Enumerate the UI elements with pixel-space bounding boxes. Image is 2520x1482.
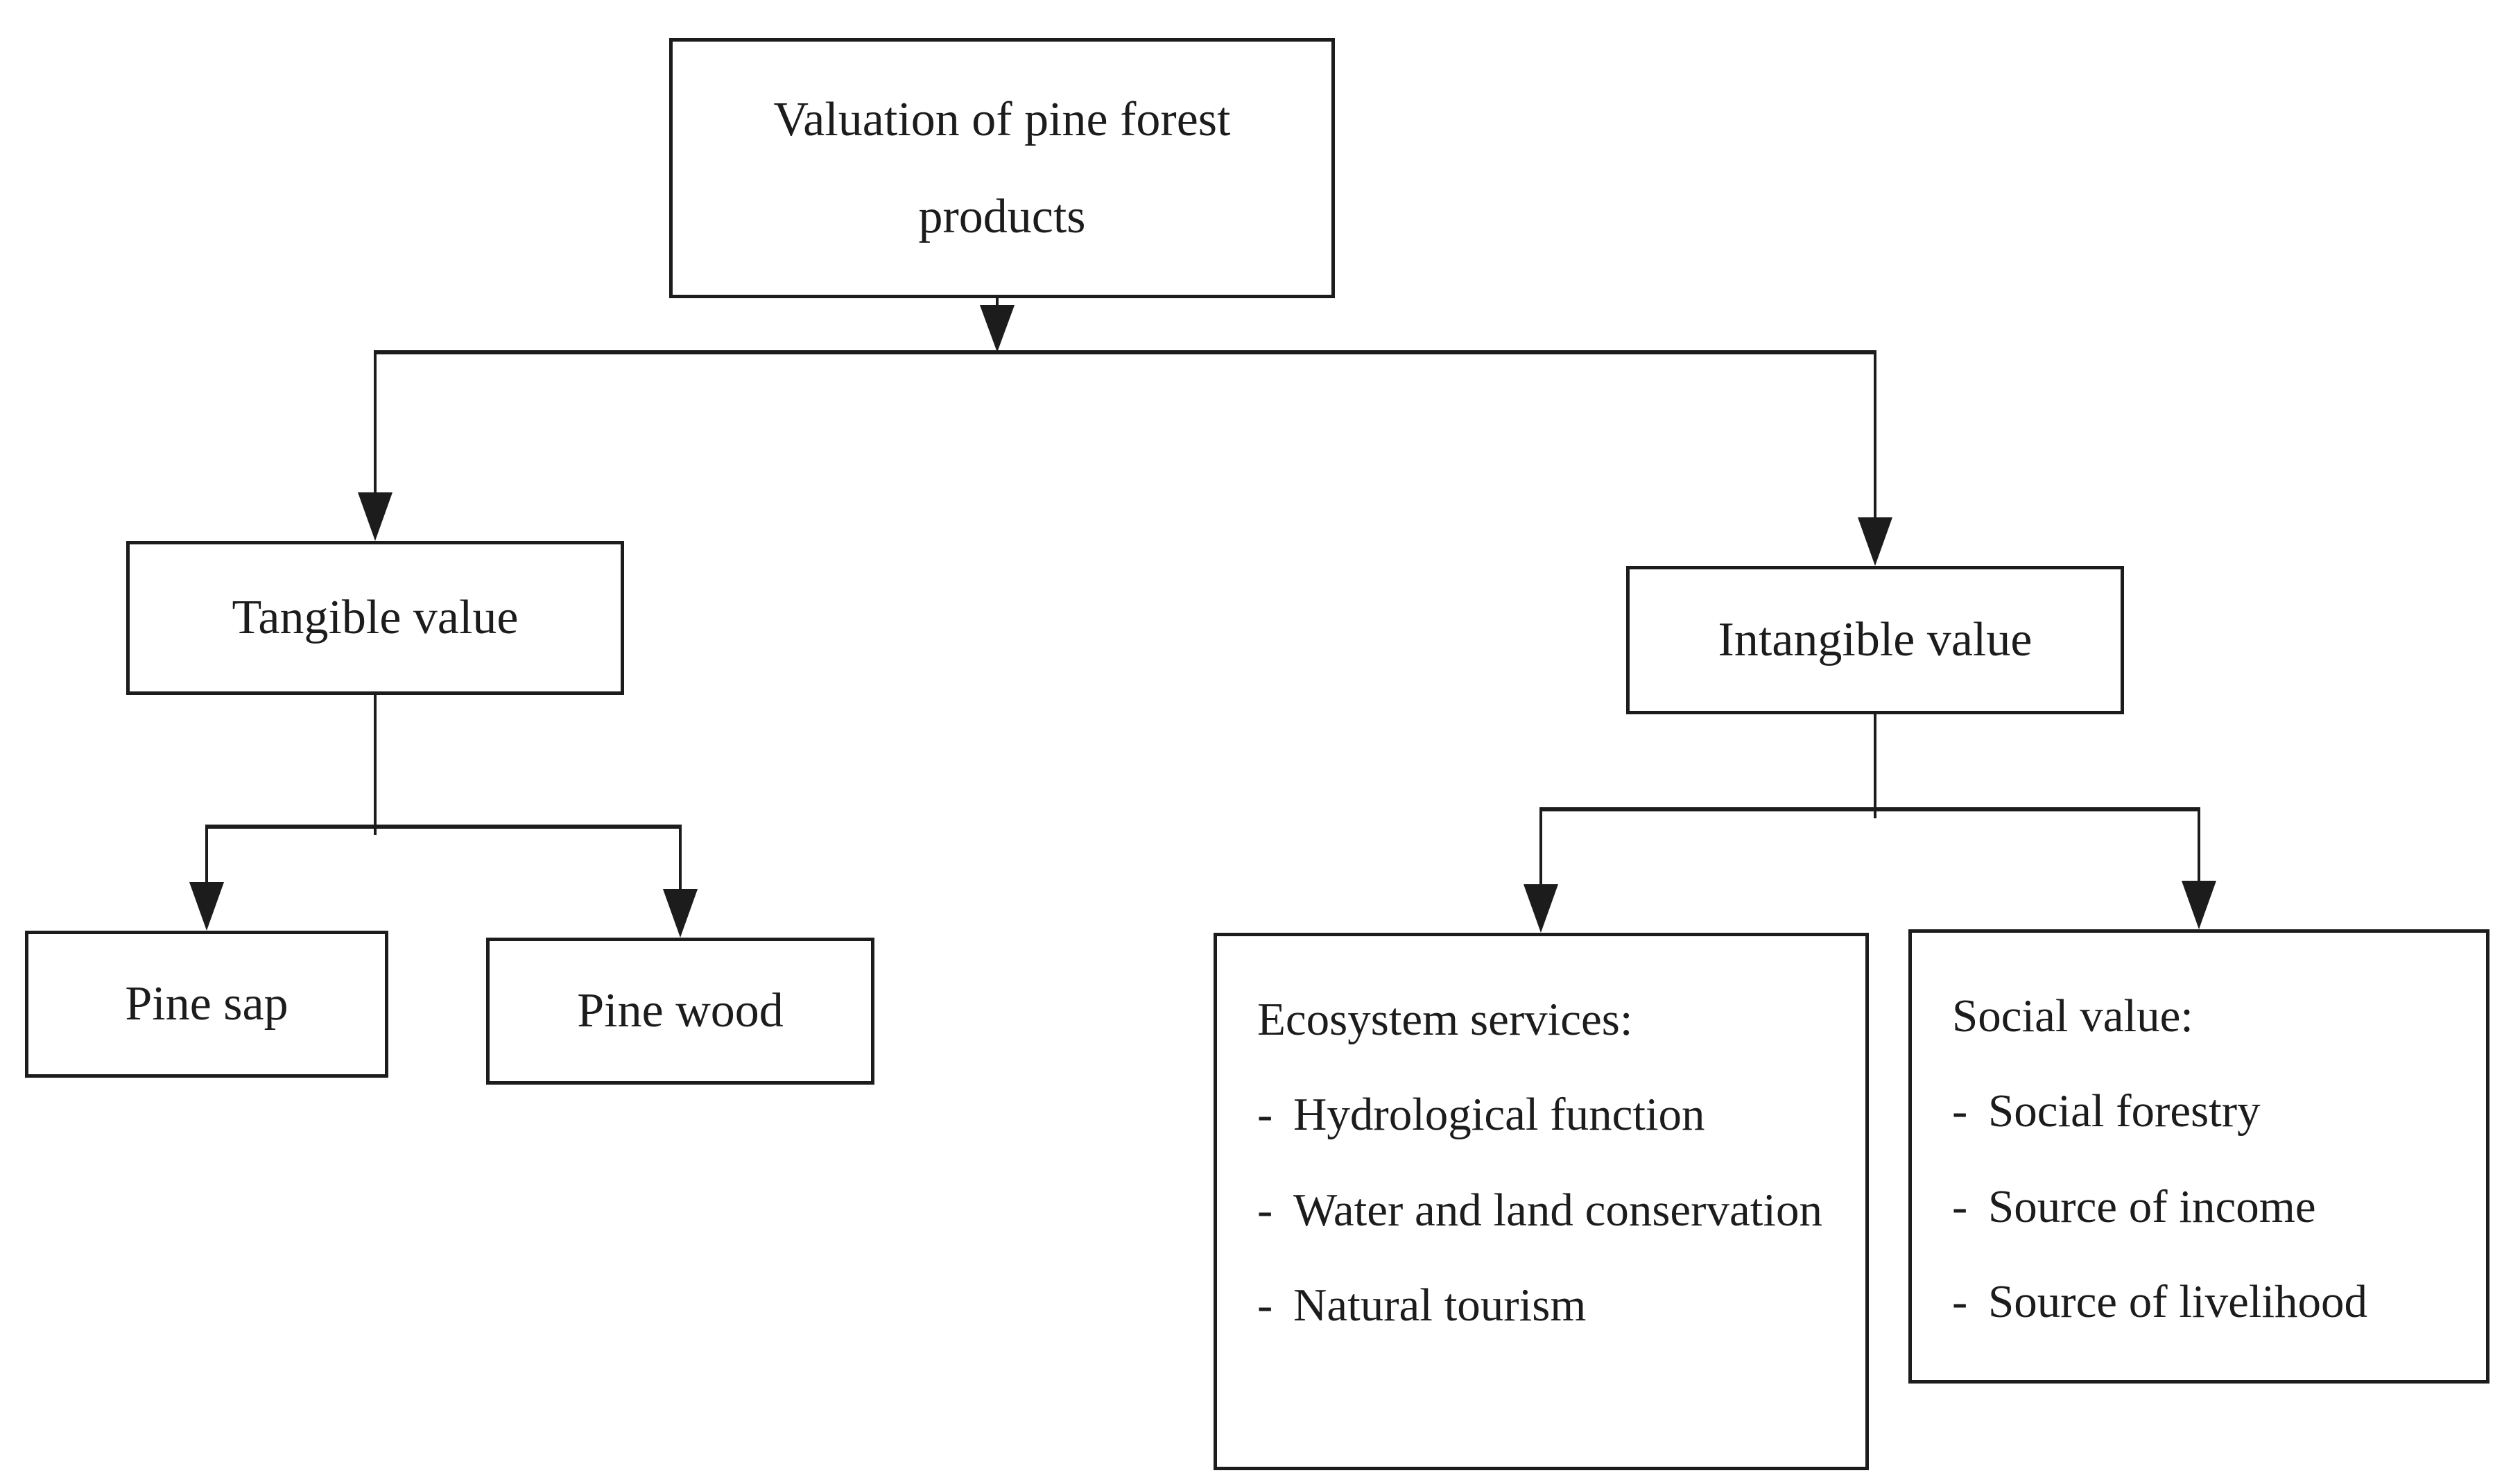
list-item-text: Social forestry: [1988, 1085, 2261, 1137]
node-pine-sap-label: Pine sap: [125, 977, 288, 1031]
arrowhead-ecosystem: [1524, 884, 1558, 933]
list-item: - Social forestry: [1952, 1064, 2461, 1159]
arrowhead-social: [2182, 881, 2216, 929]
node-pine-sap: Pine sap: [25, 931, 388, 1078]
list-item-dash: -: [1952, 1085, 1968, 1137]
node-root-label-line-2: products: [918, 189, 1086, 243]
arrowhead-intangible: [1858, 517, 1892, 566]
list-item: - Source of livelihood: [1952, 1255, 2461, 1350]
list-item: - Natural tourism: [1257, 1258, 1840, 1353]
node-pine-wood-label: Pine wood: [577, 984, 784, 1037]
list-item-dash: -: [1257, 1279, 1273, 1332]
list-item: - Hydrological function: [1257, 1067, 1840, 1162]
list-item: - Source of income: [1952, 1160, 2461, 1255]
arrowhead-branch-junction: [980, 305, 1015, 352]
list-item-text: Natural tourism: [1293, 1279, 1587, 1332]
list-item-dash: -: [1952, 1276, 1968, 1328]
list-item-dash: -: [1952, 1180, 1968, 1232]
list-item: - Water and land conservation: [1257, 1163, 1840, 1258]
list-item-text: Source of income: [1988, 1180, 2316, 1232]
node-ecosystem-services: Ecosystem services: - Hydrological funct…: [1214, 933, 1869, 1470]
list-item-dash: -: [1257, 1089, 1273, 1141]
node-root-label-line-1: Valuation of pine forest: [773, 92, 1231, 146]
list-item-text: Source of livelihood: [1988, 1276, 2368, 1328]
list-item-dash: -: [1257, 1184, 1273, 1236]
node-intangible-value-label: Intangible value: [1718, 613, 2033, 666]
node-tangible-value: Tangible value: [126, 541, 624, 695]
list-item-text: Water and land conservation: [1293, 1184, 1822, 1236]
node-social-value-title: Social value:: [1952, 990, 2193, 1042]
node-tangible-value-label: Tangible value: [232, 591, 519, 644]
node-pine-wood: Pine wood: [486, 938, 874, 1085]
arrowhead-pine-wood: [663, 889, 698, 938]
arrowhead-pine-sap: [189, 882, 224, 931]
node-social-value: Social value: - Social forestry - Source…: [1908, 929, 2489, 1384]
node-ecosystem-services-title: Ecosystem services:: [1257, 994, 1633, 1045]
node-intangible-value: Intangible value: [1626, 566, 2124, 714]
arrowhead-tangible: [358, 492, 392, 541]
node-root: Valuation of pine forest products: [669, 38, 1335, 298]
list-item-text: Hydrological function: [1293, 1089, 1705, 1141]
